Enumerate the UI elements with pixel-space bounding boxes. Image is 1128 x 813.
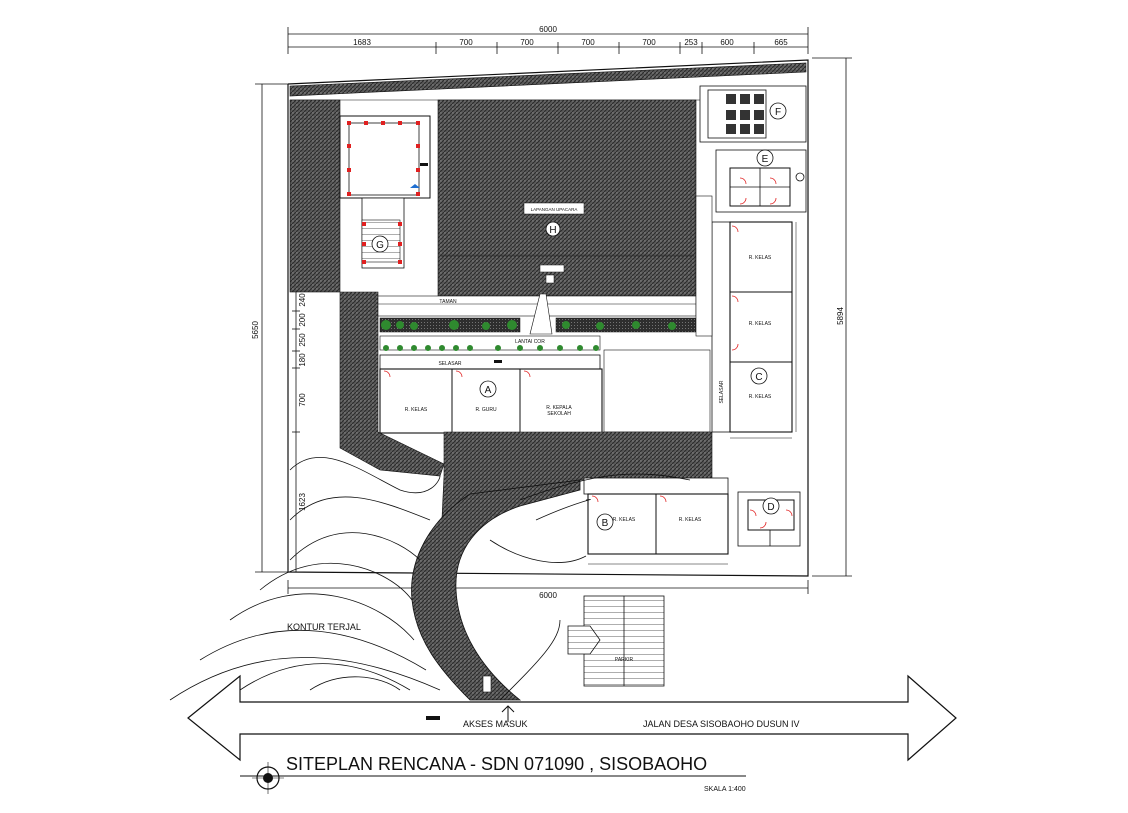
left-segment-9: 700 (298, 393, 307, 407)
page-title: SITEPLAN RENCANA - SDN 071090 , SISOBAOH… (286, 754, 707, 774)
marker-b-circle (596, 513, 614, 531)
top-segment-4: 700 (581, 38, 595, 47)
building-a-room-2: R. GURU (475, 407, 497, 413)
building-c-outer (729, 221, 793, 433)
garden-trees-right (562, 321, 676, 330)
top-segment-8: 665 (774, 38, 788, 47)
east-walkway (695, 195, 713, 337)
flag-path (529, 293, 553, 335)
contour-lines (169, 457, 691, 701)
building-c-room-2: R. KELAS (749, 321, 772, 327)
north-fence-strip (289, 62, 807, 97)
building-g-door (410, 184, 420, 188)
top-segment-2: 700 (459, 38, 473, 47)
building-b-corridor (583, 477, 729, 495)
marker-c-label: C (755, 372, 762, 383)
flagpole-base (545, 274, 555, 284)
marker-g-circle (371, 235, 389, 253)
building-a-sign (494, 360, 502, 363)
marker-f-circle (769, 102, 787, 120)
right-total-dimension: 5894 (836, 307, 845, 325)
top-segment-dimensions: 1683 700 700 700 700 253 600 665 (353, 38, 788, 47)
entrance-sign (482, 675, 492, 693)
scale-label: SKALA 1:400 (704, 786, 746, 793)
top-segment-1: 1683 (353, 38, 371, 47)
building-b-room-1: R. KELAS (613, 517, 636, 523)
building-b-room-2: R. KELAS (679, 517, 702, 523)
marker-d-label: D (767, 502, 774, 513)
entrance-road (411, 479, 581, 701)
bottom-total-dimension: 6000 (539, 591, 557, 600)
building-g-sign (420, 163, 428, 166)
parking-gate (567, 625, 601, 655)
parking-label: PARKIR (615, 657, 634, 663)
main-courtyard-paving (437, 99, 697, 297)
road-sign-left (426, 716, 440, 720)
entrance-arrow-icon (501, 705, 515, 722)
garden-trees-left (381, 320, 517, 330)
lantai-cor-strip (379, 335, 601, 351)
akses-label: AKSES MASUK (463, 719, 528, 729)
marker-a-circle (479, 380, 497, 398)
top-dimension-lines (287, 27, 809, 54)
building-a-outer (379, 368, 603, 434)
building-b-doors (591, 495, 667, 503)
building-c-corridor-label: SELASAR (719, 380, 725, 403)
lantai-cor-trees (383, 345, 599, 351)
jalan-label: JALAN DESA SISOBAOHO DUSUN IV (643, 719, 800, 729)
flagpole-plinth (539, 264, 565, 273)
marker-c-circle (750, 367, 768, 385)
water-tank-icon (795, 172, 805, 182)
left-segment-5: 240 (298, 293, 307, 307)
marker-e-label: E (762, 154, 769, 165)
building-a-corridor (379, 354, 601, 370)
marker-g-label: G (376, 240, 384, 251)
side-dimension-lines (255, 57, 852, 594)
building-g-annex-columns (362, 222, 402, 264)
building-e-doors (739, 177, 777, 205)
building-c-doors (731, 225, 739, 351)
courtyard-label-box (523, 202, 585, 215)
lantai-cor-label: LANTAI COR (515, 339, 545, 345)
building-c-room-1: R. KELAS (749, 255, 772, 261)
building-a-room-1: R. KELAS (405, 407, 428, 413)
building-f-units (726, 94, 764, 134)
marker-f-label: F (775, 107, 781, 118)
north-compass-icon (252, 762, 284, 794)
road-outline (187, 674, 957, 762)
site-boundary (287, 59, 809, 577)
marker-d-circle (762, 497, 780, 515)
central-open-area (603, 349, 711, 433)
marker-h-circle (545, 221, 561, 237)
marker-a-label: A (485, 385, 492, 396)
top-segment-7: 600 (720, 38, 734, 47)
building-g-columns (347, 121, 420, 196)
building-a-doors (383, 370, 531, 378)
marker-e-circle (756, 149, 774, 167)
building-d-doors (749, 509, 793, 529)
building-a-corridor-label: SELASAR (438, 361, 461, 367)
left-segment-8: 180 (298, 353, 307, 367)
top-total-dimension: 6000 (539, 25, 557, 34)
marker-b-label: B (602, 518, 609, 529)
kontur-label: KONTUR TERJAL (287, 622, 361, 632)
left-segment-10: 1623 (298, 493, 307, 511)
west-paving-strip (289, 99, 341, 293)
courtyard-label: LAPANGAN UPACARA (531, 207, 578, 212)
left-segment-7: 250 (298, 333, 307, 347)
top-segment-6: 253 (684, 38, 698, 47)
top-segment-5: 700 (642, 38, 656, 47)
building-c-room-3: R. KELAS (749, 394, 772, 400)
marker-h-label: H (549, 225, 556, 236)
top-segment-3: 700 (520, 38, 534, 47)
left-segment-6: 200 (298, 313, 307, 327)
taman-label: TAMAN (439, 299, 457, 305)
left-total-dimension: 5650 (251, 321, 260, 339)
